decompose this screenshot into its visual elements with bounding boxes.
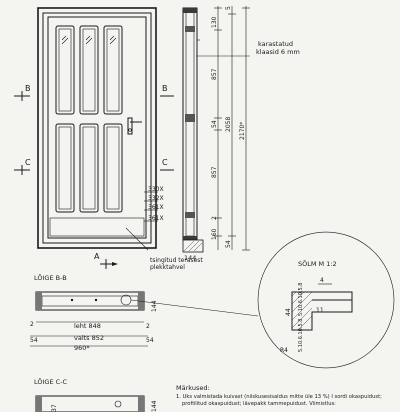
label-section-c: C — [25, 158, 31, 167]
label-section-a: A — [94, 252, 100, 261]
dim-detail-11: 11 — [316, 307, 324, 314]
dim-54: 54 — [211, 120, 218, 128]
dim-detail-r4: R4 — [280, 347, 288, 354]
kick-plate — [49, 217, 145, 237]
upper-glass-panels — [55, 25, 123, 115]
callout-361x-b: 361X — [148, 215, 164, 222]
dim-valts: valts 852 — [74, 334, 104, 342]
notes-line2: profiilitud okaspuidust; lävepakk tammep… — [182, 401, 336, 407]
label-section-b: B — [25, 84, 31, 93]
dim-width-54: 54 — [30, 337, 38, 344]
dim-5: 5 — [225, 6, 232, 10]
section-bb: LÕIGE B-B 144 2 leht 848 54 valts 852 96… — [30, 273, 259, 352]
dim-leht: leht 848 — [74, 322, 101, 330]
door-elevation: B B C C A 330X 332X 361X 361X — [14, 7, 203, 271]
dim-detail-44: 44 — [285, 308, 292, 316]
notes-title: Märkused: — [176, 384, 210, 392]
dim-54-b: 54 — [225, 240, 232, 248]
section-marker-c: C C — [14, 158, 174, 175]
dim-bb-144: 144 — [151, 300, 158, 312]
dim-cc-144: 144 — [151, 400, 158, 412]
label-glass-line1: karastatud — [258, 40, 293, 48]
dim-cc-37: 37 — [51, 404, 58, 412]
label-section-cc: LÕIGE C-C — [34, 377, 68, 386]
section-marker-a: A — [94, 252, 118, 269]
dim-total: 960* — [74, 344, 90, 352]
dim-2058: 2058 — [225, 117, 232, 132]
vertical-dimensions: 130 5 857 54 857 2 160 54 2058 2170* — [211, 6, 250, 251]
label-section-b-right: B — [162, 84, 168, 93]
callout-361x-a: 361X — [148, 204, 164, 211]
label-plate-line1: tsingitud terasest — [150, 257, 203, 264]
dim-side-144: 144 — [184, 254, 196, 262]
label-section-bb: LÕIGE B-B — [34, 273, 67, 282]
label-detail: SÕLM M 1:2 — [298, 259, 337, 268]
dim-857-bottom: 857 — [211, 166, 218, 178]
label-plate-line2: plekktahvel — [150, 264, 185, 271]
dim-857-top: 857 — [211, 68, 218, 80]
notes-line1: 1. Uks valmistada kuivast (niiskusesisal… — [176, 394, 382, 400]
dim-detail-4: 4 — [320, 277, 324, 284]
side-section: 144 — [182, 7, 204, 262]
notes: Märkused: 1. Uks valmistada kuivast (nii… — [176, 384, 382, 407]
bottom-callouts: 330X 332X 361X 361X — [144, 186, 164, 222]
dim-130: 130 — [211, 16, 218, 28]
door-handle-icon — [127, 117, 142, 135]
dim-2170: 2170* — [239, 122, 246, 140]
dim-side-2: 2 — [146, 323, 150, 330]
dim-width-2: 2 — [30, 321, 34, 328]
callout-332x: 332X — [148, 195, 164, 202]
glass-annotation: karastatud klaasid 6 mm — [196, 40, 300, 57]
dim-detail-top: 5.10.6.10.5.8 — [298, 283, 304, 316]
dim-detail-bottom: 5.10.6.10.5.8 — [298, 319, 304, 352]
lower-panels — [55, 123, 123, 213]
section-marker-b: B B — [14, 84, 174, 101]
dim-side-54: 54 — [146, 337, 154, 344]
detail-node: SÕLM M 1:2 4 44 11 5.10.6.10.5.8 5.10.6.… — [257, 231, 395, 369]
section-cc: LÕIGE C-C 37 144 — [34, 377, 158, 412]
label-glass-line2: klaasid 6 mm — [256, 48, 300, 56]
label-section-c-right: C — [162, 158, 168, 167]
dim-160: 160 — [211, 228, 218, 240]
callout-330x: 330X — [148, 186, 164, 193]
